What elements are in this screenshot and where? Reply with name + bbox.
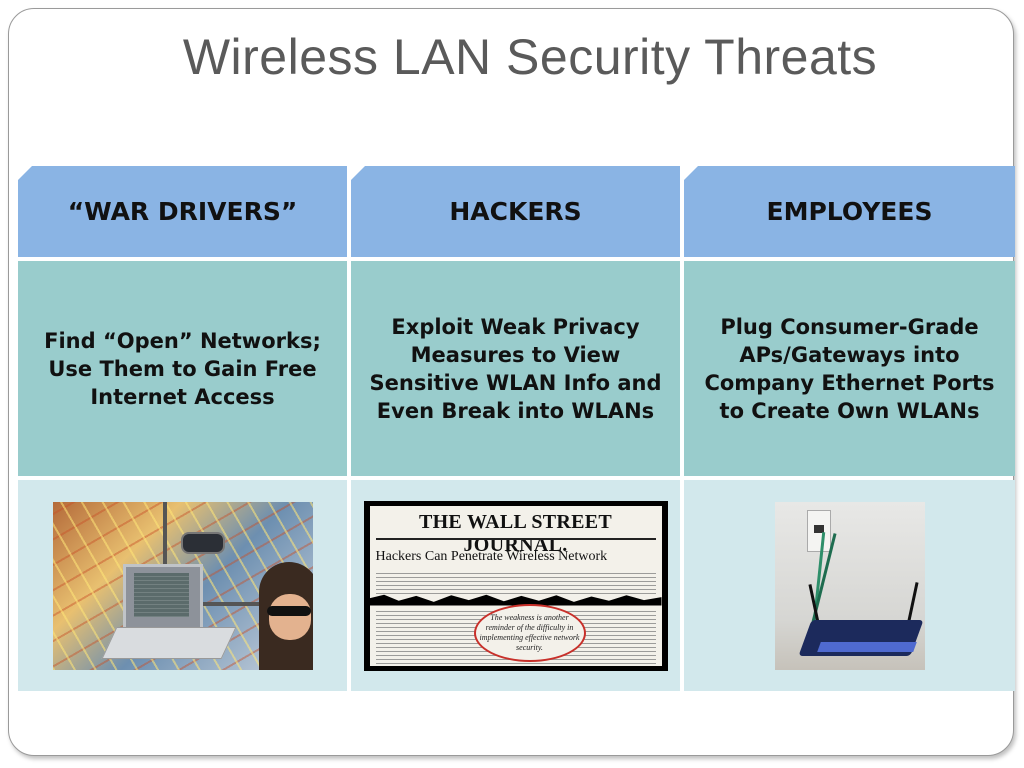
description-war-drivers: Find “Open” Networks; Use Them to Gain F… [18,261,347,476]
car-window [162,501,313,606]
ethernet-wall-plate [806,509,831,552]
description-employees: Plug Consumer-Grade APs/Gateways into Co… [684,261,1015,476]
wireless-router-photo [774,501,925,670]
laptop-keyboard [101,626,236,659]
header-hackers: HACKERS [351,166,680,257]
article-text-top [375,569,656,594]
wall-street-journal-clipping: THE WALL STREET JOURNAL. Hackers Can Pen… [363,500,668,671]
router-antenna-right [905,581,919,626]
image-cell-hackers: THE WALL STREET JOURNAL. Hackers Can Pen… [351,480,680,691]
ethernet-jack [813,524,824,533]
newspaper-headline: Hackers Can Penetrate Wireless Network [375,548,608,564]
war-driver-photo [52,501,313,670]
column-hackers: HACKERS Exploit Weak Privacy Measures to… [351,166,680,691]
threat-table: “WAR DRIVERS” Find “Open” Networks; Use … [18,166,1015,691]
image-cell-employees [684,480,1015,691]
laptop-screen [133,572,189,617]
masthead-rule [375,537,656,540]
sunglasses [266,605,311,616]
driver-face [268,593,311,640]
column-employees: EMPLOYEES Plug Consumer-Grade APs/Gatewa… [684,166,1015,691]
header-employees: EMPLOYEES [684,166,1015,257]
image-cell-war-drivers [18,480,347,691]
header-war-drivers: “WAR DRIVERS” [18,166,347,257]
laptop [122,563,203,632]
rearview-mirror [180,531,225,554]
router-front-panel [816,641,917,652]
column-war-drivers: “WAR DRIVERS” Find “Open” Networks; Use … [18,166,347,691]
slide-title: Wireless LAN Security Threats [182,29,878,85]
circled-pull-quote: The weakness is another reminder of the … [473,603,586,662]
description-hackers: Exploit Weak Privacy Measures to View Se… [351,261,680,476]
newspaper-page: THE WALL STREET JOURNAL. Hackers Can Pen… [369,505,662,666]
torn-edge [369,594,662,606]
